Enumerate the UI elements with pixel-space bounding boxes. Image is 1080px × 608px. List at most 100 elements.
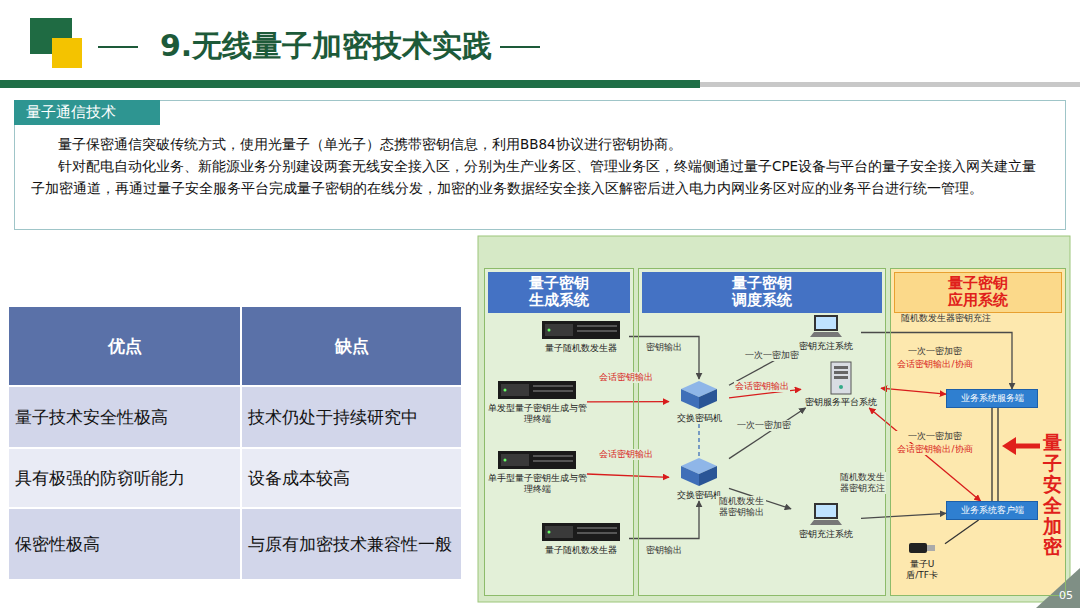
device-icon-svg bbox=[541, 319, 621, 341]
table-cell: 技术仍处于持续研究中 bbox=[241, 386, 462, 448]
device-icon-svg bbox=[497, 379, 577, 401]
edge-label: 会话密钥输出/协商 bbox=[892, 359, 978, 370]
device-node: 密钥充注系统 bbox=[791, 501, 861, 540]
device-label: 交换密码机 bbox=[669, 413, 729, 424]
edge-label: 随机数发生器密钥充注 bbox=[898, 313, 994, 324]
logo-square bbox=[52, 38, 82, 68]
section-paragraph: 针对配电自动化业务、新能源业务分别建设两套无线安全接入区，分别为生产业务区、管理… bbox=[15, 155, 1065, 199]
section-paragraph: 量子保密通信突破传统方式，使用光量子（单光子）态携带密钥信息，利用BB84协议进… bbox=[15, 133, 1065, 155]
page-number: 05 bbox=[1059, 589, 1073, 602]
region-title: 量子密钥 生成系统 bbox=[526, 275, 592, 310]
device-icon-svg bbox=[677, 456, 721, 488]
connector bbox=[991, 408, 992, 501]
section-box: 量子通信技术量子保密通信突破传统方式，使用光量子（单光子）态携带密钥信息，利用B… bbox=[14, 100, 1066, 230]
service-label: 业务系统客户端 bbox=[949, 505, 1035, 516]
device-icon bbox=[669, 379, 729, 411]
device-label: 密钥充注系统 bbox=[791, 529, 861, 540]
system-region: 量子密钥 生成系统量子随机数发生器单发型量子密钥生成与管理终端单手型量子密钥生成… bbox=[484, 268, 634, 596]
device-node: 交换密码机 bbox=[669, 456, 729, 501]
device-node: 量子随机数发生器 bbox=[533, 521, 629, 556]
device-icon bbox=[669, 456, 729, 488]
device-label: 单发型量子密钥生成与管理终端 bbox=[487, 403, 587, 425]
table-header-cell: 优点 bbox=[8, 306, 241, 386]
device-icon bbox=[791, 501, 861, 527]
device-icon-svg bbox=[677, 379, 721, 411]
region-title: 量子密钥 调度系统 bbox=[729, 275, 795, 310]
connector bbox=[945, 520, 979, 544]
device-node: 量子U盾/TF卡 bbox=[899, 539, 945, 581]
line-note: 一次一密加密 bbox=[892, 346, 978, 357]
table-cell: 量子技术安全性极高 bbox=[8, 386, 241, 448]
device-label: 单手型量子密钥生成与管理终端 bbox=[487, 473, 587, 495]
edge-label: 密钥输出 bbox=[644, 342, 684, 353]
edge-label: 随机数发生器密钥充注 bbox=[838, 472, 886, 494]
connector bbox=[629, 501, 699, 539]
device-icon-svg bbox=[828, 361, 854, 395]
device-icon-svg bbox=[497, 449, 577, 471]
edge-label: 随机数发生器密钥输出 bbox=[716, 496, 766, 518]
edge-label: 密钥输出 bbox=[644, 545, 684, 556]
edge-label: 会话密钥输出 bbox=[734, 381, 790, 392]
device-icon bbox=[899, 539, 945, 557]
table-header-cell: 缺点 bbox=[241, 306, 462, 386]
device-icon-svg bbox=[541, 521, 621, 543]
device-label: 密钥充注系统 bbox=[791, 341, 861, 352]
page-corner bbox=[1036, 568, 1080, 608]
connector-double-line bbox=[997, 408, 998, 501]
device-node: 密钥服务平台系统 bbox=[801, 361, 881, 408]
device-node: 密钥充注系统 bbox=[791, 313, 861, 352]
device-label: 量子U盾/TF卡 bbox=[899, 559, 945, 581]
pointer-arrow bbox=[1014, 444, 1040, 449]
device-node: 单发型量子密钥生成与管理终端 bbox=[487, 379, 587, 425]
device-label: 密钥服务平台系统 bbox=[801, 397, 881, 408]
vertical-note: 量子安全加密 bbox=[1043, 432, 1062, 557]
title-dash bbox=[98, 46, 138, 48]
edge-label: 会话密钥输出 bbox=[598, 372, 654, 383]
device-icon-svg bbox=[907, 539, 937, 557]
header-bar bbox=[700, 82, 1080, 87]
connector bbox=[698, 424, 699, 456]
title-dash bbox=[500, 46, 540, 48]
table-cell: 设备成本较高 bbox=[241, 448, 462, 508]
region-header: 量子密钥 应用系统 bbox=[894, 272, 1062, 313]
device-icon bbox=[801, 361, 881, 395]
edge-label: 一次一密加密 bbox=[736, 420, 792, 431]
edge-label: 会话密钥输出 bbox=[598, 449, 654, 460]
device-icon bbox=[791, 313, 861, 339]
device-node: 交换密码机 bbox=[669, 379, 729, 424]
region-title: 量子密钥 应用系统 bbox=[945, 275, 1011, 310]
diagram-ground bbox=[478, 236, 1070, 602]
region-fill bbox=[890, 268, 1066, 596]
connector bbox=[729, 408, 806, 459]
slide-title: 9.无线量子加密技术实践 bbox=[160, 26, 492, 67]
device-label: 量子随机数发生器 bbox=[533, 343, 629, 354]
edge-label: 一次一密加密 bbox=[744, 350, 800, 361]
region-header: 量子密钥 生成系统 bbox=[488, 272, 630, 313]
region-header: 量子密钥 调度系统 bbox=[642, 272, 882, 313]
line-note: 一次一密加密 bbox=[892, 431, 978, 442]
header-bar bbox=[0, 80, 700, 88]
table-cell: 与原有加密技术兼容性一般 bbox=[241, 508, 462, 580]
section-heading: 量子通信技术 bbox=[14, 100, 160, 125]
section-spacer bbox=[15, 101, 1065, 133]
device-node: 量子随机数发生器 bbox=[533, 319, 629, 354]
service-box: 业务系统客户端 bbox=[946, 501, 1038, 520]
device-icon bbox=[487, 449, 587, 471]
table-cell: 保密性极高 bbox=[8, 508, 241, 580]
device-icon bbox=[533, 521, 629, 543]
connector bbox=[861, 333, 1012, 390]
connector bbox=[587, 401, 669, 402]
device-node: 单手型量子密钥生成与管理终端 bbox=[487, 449, 587, 495]
device-icon bbox=[533, 319, 629, 341]
pointer-arrow bbox=[1002, 437, 1016, 455]
service-label: 业务系统服务端 bbox=[949, 393, 1035, 404]
region-fill bbox=[638, 268, 886, 596]
service-box: 业务系统服务端 bbox=[946, 389, 1038, 408]
region-fill bbox=[484, 268, 634, 596]
edge-label: 会话密钥输出/协商 bbox=[892, 444, 978, 455]
device-icon bbox=[487, 379, 587, 401]
device-icon-svg bbox=[808, 313, 844, 339]
connector bbox=[861, 513, 946, 518]
connector bbox=[587, 474, 669, 477]
